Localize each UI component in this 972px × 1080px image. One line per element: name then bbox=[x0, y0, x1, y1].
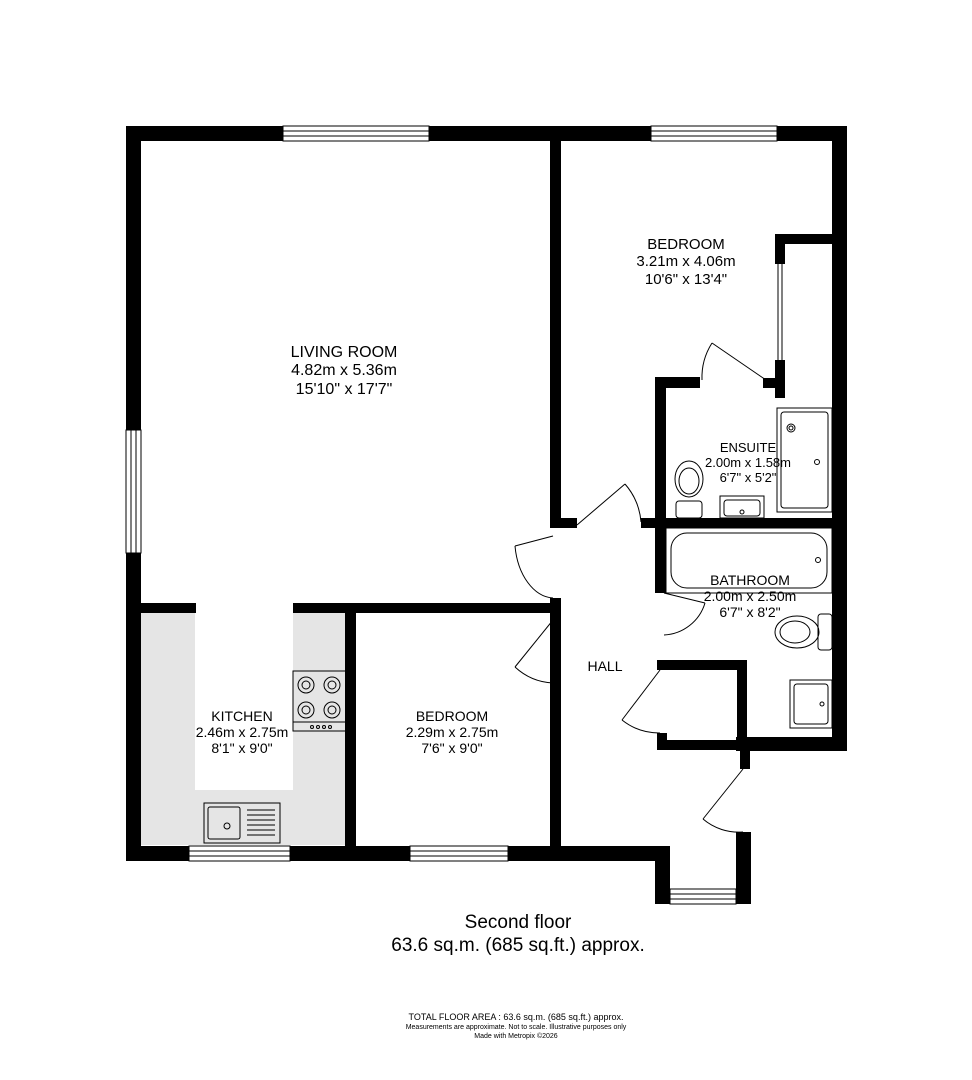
bedroom-second-name: BEDROOM bbox=[415, 708, 489, 724]
floor-caption: Second floor 63.6 sq.m. (685 sq.ft.) app… bbox=[391, 912, 644, 958]
fixtures bbox=[203, 407, 833, 844]
living-room-metric: 4.82m x 5.36m bbox=[291, 362, 397, 380]
footer-disclaimer: Measurements are approximate. Not to sca… bbox=[405, 1024, 627, 1031]
living-room-imperial: 15'10" x 17'7" bbox=[295, 380, 393, 398]
bedroom-main-label: BEDROOM 3.21m x 4.06m 10'6" x 13'4" bbox=[636, 236, 735, 288]
bathroom-label: BATHROOM 2.00m x 2.50m 6'7" x 8'2" bbox=[704, 572, 797, 620]
bedroom-main-metric: 3.21m x 4.06m bbox=[636, 253, 736, 271]
walls bbox=[126, 126, 847, 904]
ensuite-metric: 2.00m x 1.58m bbox=[705, 454, 791, 470]
doors bbox=[514, 264, 783, 833]
windows bbox=[125, 125, 778, 905]
hall-name: HALL bbox=[587, 658, 623, 674]
ensuite-imperial: 6'7" x 5'2" bbox=[719, 469, 777, 485]
footer-made-with: Made with Metropix ©2026 bbox=[474, 1033, 558, 1040]
floor-area: 63.6 sq.m. (685 sq.ft.) approx. bbox=[391, 934, 645, 956]
bedroom-second-label: BEDROOM 2.29m x 2.75m 7'6" x 9'0" bbox=[406, 708, 499, 756]
bedroom-second-metric: 2.29m x 2.75m bbox=[405, 724, 499, 741]
footer-total: TOTAL FLOOR AREA : 63.6 sq.m. (685 sq.ft… bbox=[408, 1012, 624, 1022]
bedroom-main-name: BEDROOM bbox=[647, 236, 725, 253]
bathroom-metric: 2.00m x 2.50m bbox=[703, 588, 797, 605]
floor-name: Second floor bbox=[464, 912, 572, 933]
bathroom-name: BATHROOM bbox=[710, 572, 790, 588]
hall-label: HALL bbox=[587, 658, 622, 674]
bedroom-main-imperial: 10'6" x 13'4" bbox=[644, 270, 728, 288]
kitchen-label: KITCHEN 2.46m x 2.75m 8'1" x 9'0" bbox=[196, 708, 289, 756]
kitchen-name: KITCHEN bbox=[211, 708, 273, 724]
living-room-label: LIVING ROOM 4.82m x 5.36m 15'10" x 17'7" bbox=[291, 344, 398, 399]
ensuite-name: ENSUITE bbox=[719, 440, 777, 455]
living-room-name: LIVING ROOM bbox=[290, 344, 398, 361]
kitchen-imperial: 8'1" x 9'0" bbox=[211, 740, 273, 757]
bathroom-imperial: 6'7" x 8'2" bbox=[719, 604, 781, 621]
bedroom-second-imperial: 7'6" x 9'0" bbox=[421, 740, 483, 757]
kitchen-metric: 2.46m x 2.75m bbox=[195, 724, 289, 741]
ensuite-label: ENSUITE 2.00m x 1.58m 6'7" x 5'2" bbox=[705, 440, 791, 486]
footer: TOTAL FLOOR AREA : 63.6 sq.m. (685 sq.ft… bbox=[406, 1011, 627, 1041]
